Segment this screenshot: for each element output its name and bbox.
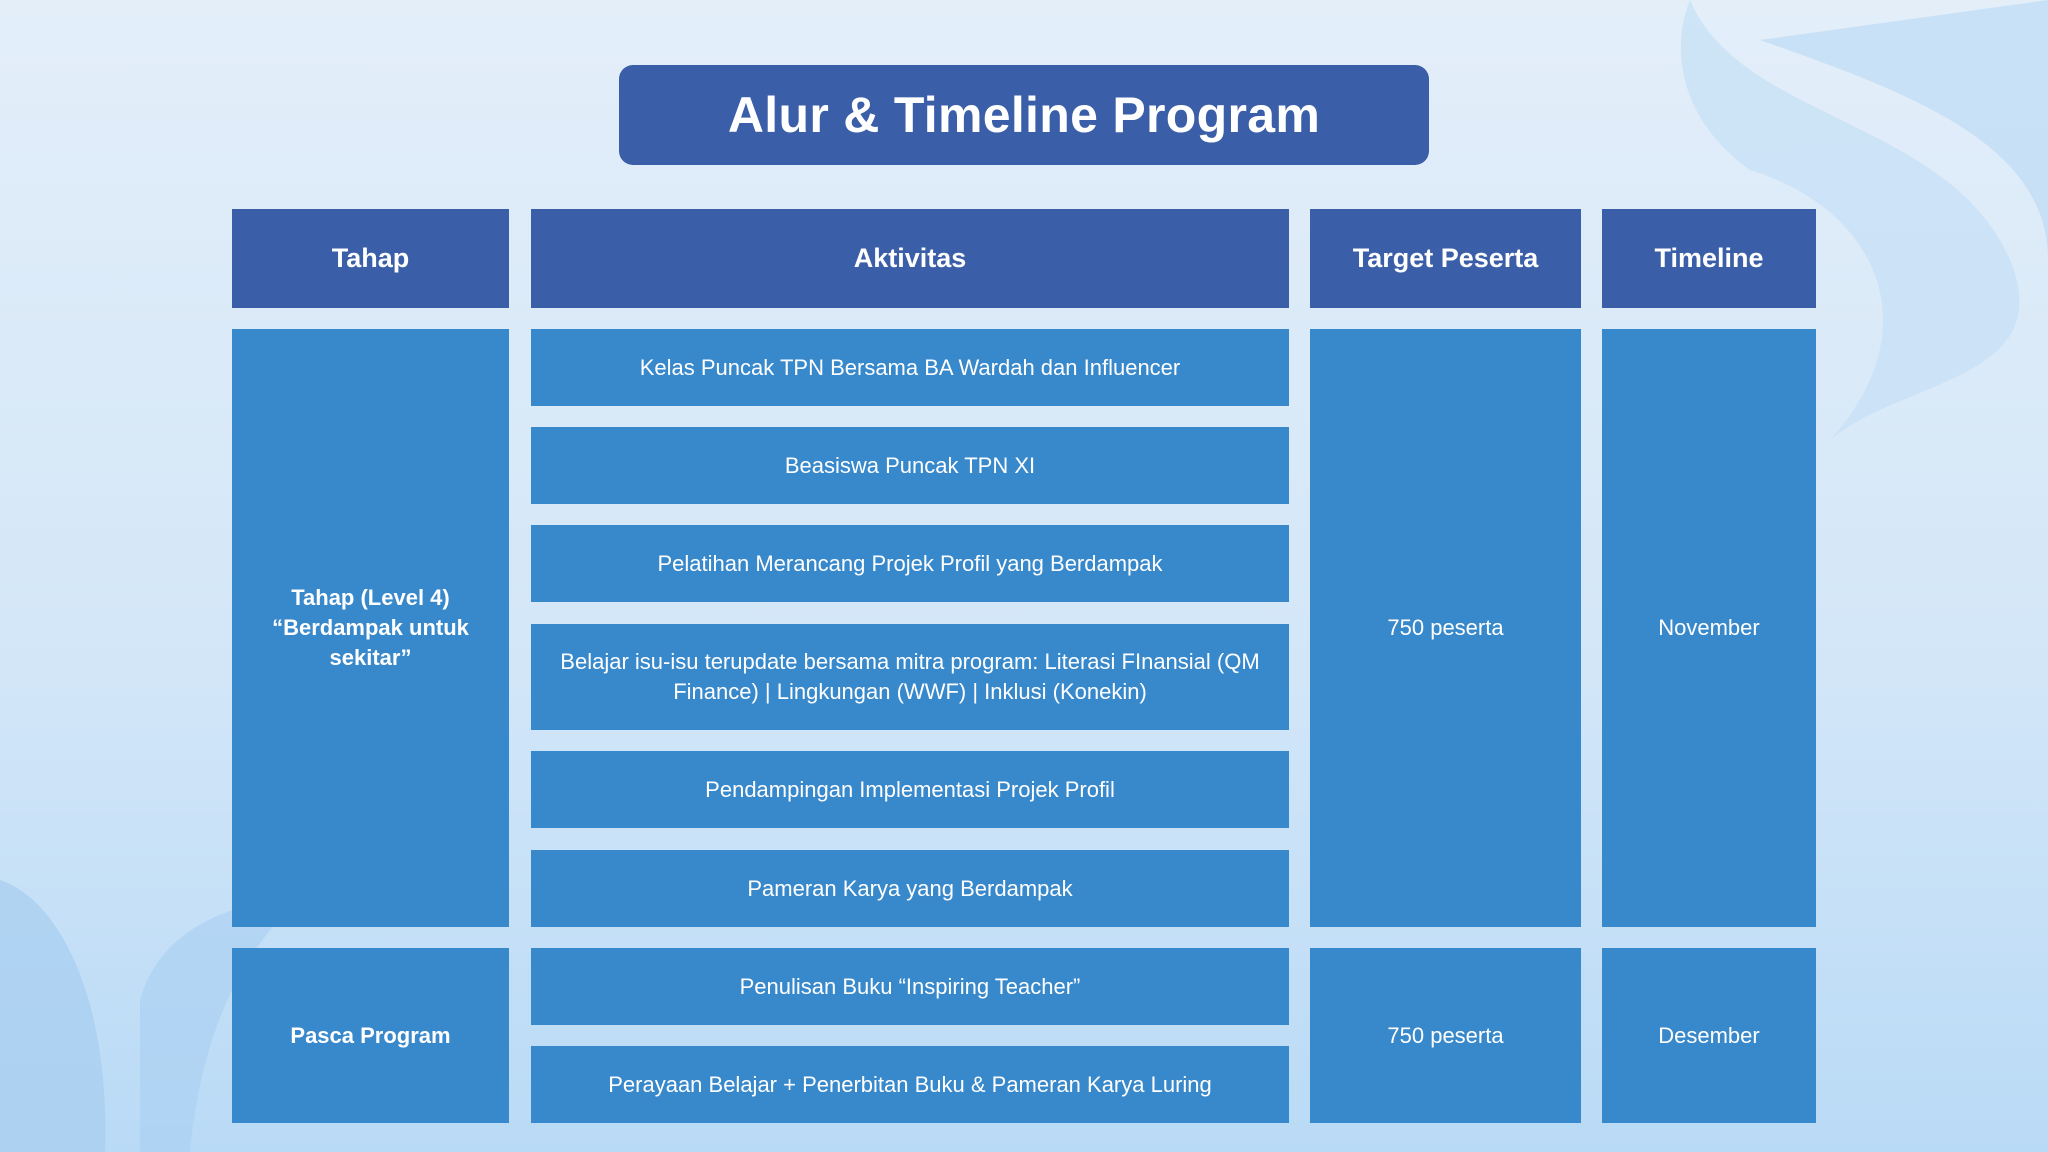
header-target-peserta: Target Peserta xyxy=(1310,209,1581,308)
stage-cell: Pasca Program xyxy=(232,948,509,1123)
activity-cell: Pelatihan Merancang Projek Profil yang B… xyxy=(531,525,1289,602)
timeline-cell: Desember xyxy=(1602,948,1816,1123)
header-aktivitas: Aktivitas xyxy=(531,209,1289,308)
header-tahap: Tahap xyxy=(232,209,509,308)
stage-label: Pasca Program xyxy=(290,1022,451,1048)
stage-cell: Tahap (Level 4) “Berdampak untuk sekitar… xyxy=(232,329,509,927)
header-timeline: Timeline xyxy=(1602,209,1816,308)
activity-cell: Pendampingan Implementasi Projek Profil xyxy=(531,751,1289,828)
target-peserta-cell: 750 peserta xyxy=(1310,948,1581,1123)
activity-cell: Perayaan Belajar + Penerbitan Buku & Pam… xyxy=(531,1046,1289,1123)
timeline-cell: November xyxy=(1602,329,1816,927)
page-title: Alur & Timeline Program xyxy=(619,65,1429,165)
activity-cell: Penulisan Buku “Inspiring Teacher” xyxy=(531,948,1289,1025)
activity-cell: Beasiswa Puncak TPN XI xyxy=(531,427,1289,504)
activity-cell: Pameran Karya yang Berdampak xyxy=(531,850,1289,927)
activity-cell: Kelas Puncak TPN Bersama BA Wardah dan I… xyxy=(531,329,1289,406)
stage-label: Tahap (Level 4) “Berdampak untuk sekitar… xyxy=(272,585,469,670)
activity-cell: Belajar isu-isu terupdate bersama mitra … xyxy=(531,624,1289,730)
target-peserta-cell: 750 peserta xyxy=(1310,329,1581,927)
